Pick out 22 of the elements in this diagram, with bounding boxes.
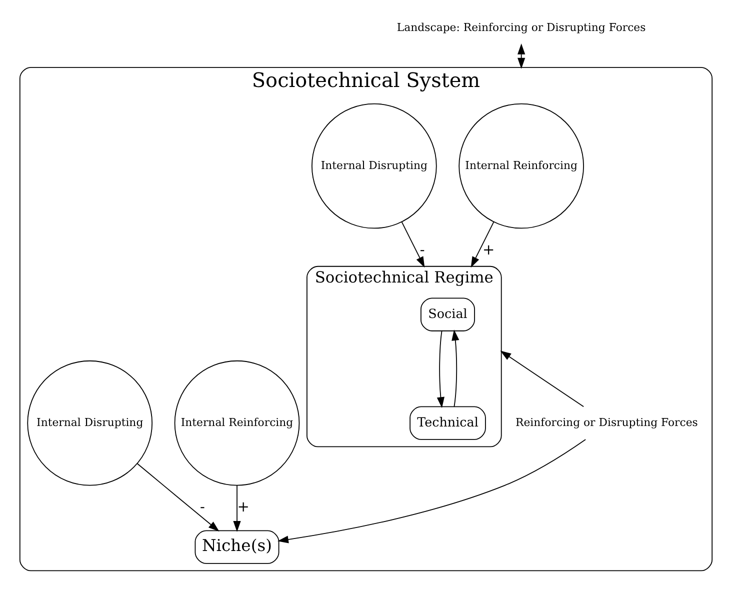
arrow [401,222,425,268]
node-circle: Internal Disrupting [312,103,437,229]
edge-label: + [237,499,250,516]
arrow [518,44,526,69]
edge-label: - [200,499,205,516]
arrow [233,484,241,532]
edge-label: + [482,242,495,258]
arrow [136,463,220,532]
arrow [452,330,460,408]
node-circle: Internal Disrupting [27,360,153,486]
edge-label: - [420,242,425,258]
node-box: Social [420,298,475,332]
arrow [436,330,444,408]
arrow [500,350,584,408]
node-text: Landscape: Reinforcing or Disrupting Forces [396,21,646,34]
arrow [278,439,586,544]
node-circle: Internal Reinforcing [458,103,584,229]
node-text: Reinforcing or Disrupting Forces [516,416,698,429]
node-circle: Internal Reinforcing [174,360,300,486]
node-box: Technical [410,406,486,440]
arrow [470,222,494,268]
node-box: Niche(s) [194,530,280,564]
